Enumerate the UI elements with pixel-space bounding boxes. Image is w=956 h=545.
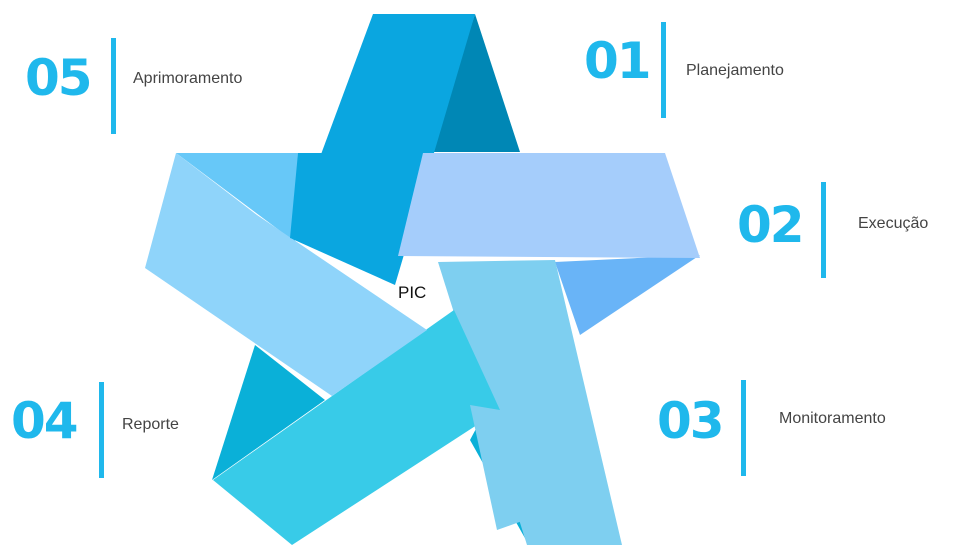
step-label: Reporte (122, 416, 179, 433)
step-label: Monitoramento (779, 410, 886, 427)
ribbon-top-shadow (430, 14, 520, 152)
step-label: Aprimoramento (133, 70, 243, 87)
step-number: 04 (11, 392, 79, 450)
ribbon-lower-left (213, 310, 500, 545)
center-label: PIC (398, 283, 427, 302)
step-divider (99, 382, 104, 478)
step-divider (661, 22, 666, 118)
ribbon-left (145, 153, 427, 396)
step-number: 02 (737, 196, 805, 254)
step-number: 05 (25, 49, 93, 107)
ribbon-right-shadow (555, 255, 700, 335)
step-number: 03 (657, 392, 725, 450)
ribbon-top-overlap (290, 153, 380, 258)
step-number: 01 (584, 32, 652, 90)
step-divider (741, 380, 746, 476)
ribbon-lower-right-overlap (470, 405, 525, 530)
ribbon-left-shadow (176, 153, 298, 242)
step-label: Planejamento (686, 62, 784, 79)
ribbon-lower-left-shadow (212, 345, 325, 480)
ribbon-lower-right (438, 260, 622, 545)
step-divider (111, 38, 116, 134)
ribbon-right (398, 153, 700, 258)
step-label: Execução (858, 215, 929, 232)
step-divider (821, 182, 826, 278)
